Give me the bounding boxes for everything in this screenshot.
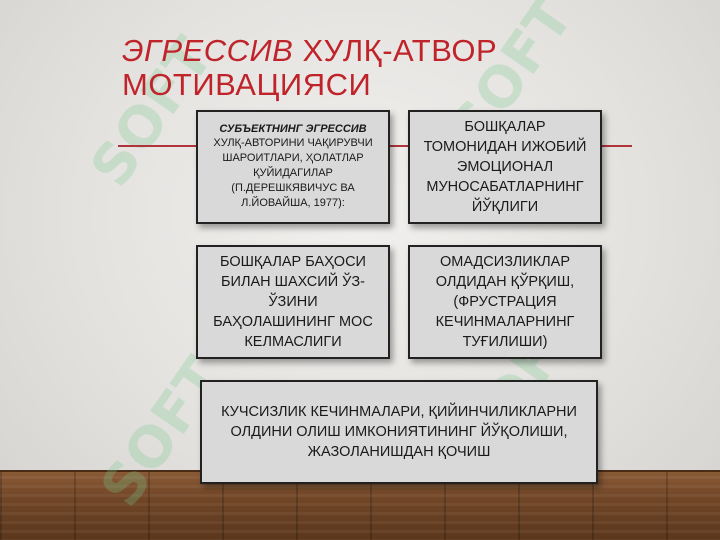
subject-conditions-box: СУБЪЕКТНИНГ ЭГРЕССИВ ХУЛҚ-АВТОРИНИ ЧАҚИР… bbox=[196, 110, 390, 224]
positive-emotions-text: БОШҚАЛАР ТОМОНИДАН ИЖОБИЙ ЭМОЦИОНАЛ МУНО… bbox=[423, 119, 587, 215]
positive-emotions-box: БОШҚАЛАР ТОМОНИДАН ИЖОБИЙ ЭМОЦИОНАЛ МУНО… bbox=[408, 110, 602, 224]
weakness-text: КУЧСИЗЛИК КЕЧИНМАЛАРИ, ҚИЙИНЧИЛИКЛАРНИ О… bbox=[221, 404, 577, 460]
slide-title: ЭГРЕССИВ ХУЛҚ-АТВОР МОТИВАЦИЯСИ bbox=[122, 34, 602, 102]
frustration-box: ОМАДСИЗЛИКЛАР ОЛДИДАН ҚЎРҚИШ, (ФРУСТРАЦИ… bbox=[408, 245, 602, 359]
title-italic: ЭГРЕССИВ bbox=[122, 33, 294, 68]
accent-line-right bbox=[602, 145, 632, 147]
self-esteem-text: БОШҚАЛАР БАҲОСИ БИЛАН ШАХСИЙ ЎЗ-ЎЗИНИ БА… bbox=[213, 254, 373, 350]
title-line2: МОТИВАЦИЯСИ bbox=[122, 67, 372, 102]
subject-body: ХУЛҚ-АВТОРИНИ ЧАҚИРУВЧИ ШАРОИТЛАРИ, ҲОЛА… bbox=[213, 137, 373, 209]
subject-heading: СУБЪЕКТНИНГ ЭГРЕССИВ bbox=[219, 123, 367, 135]
weakness-box: КУЧСИЗЛИК КЕЧИНМАЛАРИ, ҚИЙИНЧИЛИКЛАРНИ О… bbox=[200, 380, 598, 484]
title-rest: ХУЛҚ-АТВОР bbox=[293, 33, 498, 68]
self-esteem-box: БОШҚАЛАР БАҲОСИ БИЛАН ШАХСИЙ ЎЗ-ЎЗИНИ БА… bbox=[196, 245, 390, 359]
accent-line-left bbox=[118, 145, 196, 147]
frustration-text: ОМАДСИЗЛИКЛАР ОЛДИДАН ҚЎРҚИШ, (ФРУСТРАЦИ… bbox=[435, 254, 575, 350]
accent-line-middle bbox=[390, 145, 408, 147]
